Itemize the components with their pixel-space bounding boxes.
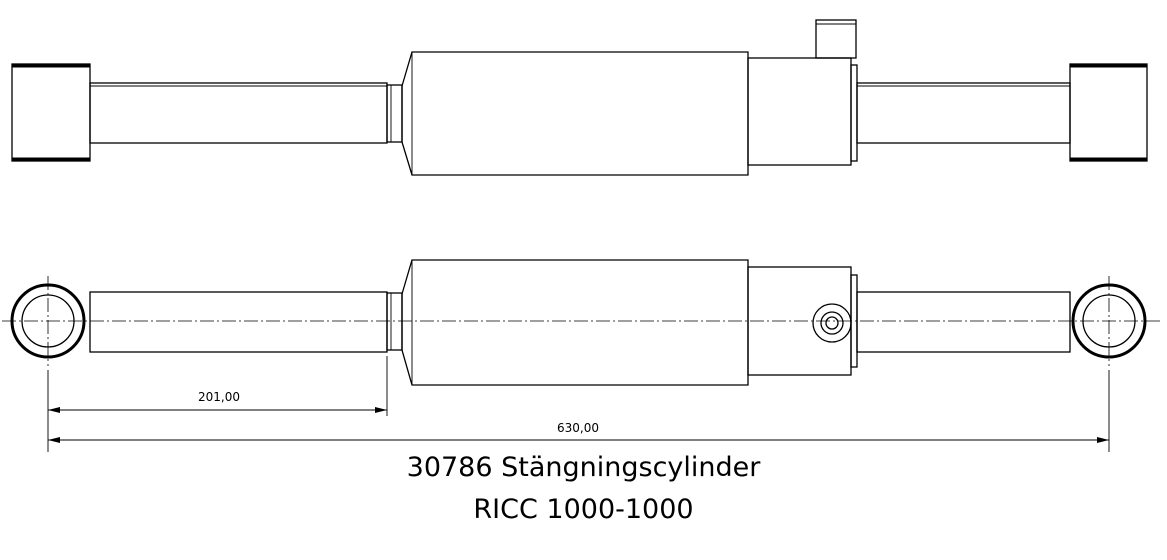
top-view [11, 19, 1148, 176]
right-end-block [1069, 63, 1148, 162]
hydraulic-port [815, 19, 857, 59]
left-end-block [11, 63, 91, 162]
left-collar [386, 84, 403, 143]
bottom-view [2, 259, 1162, 386]
right-piston-rod [856, 82, 1071, 144]
cylinder-barrel-plan [401, 259, 749, 386]
cylinder-end-cap [747, 57, 852, 166]
dimension-short-label: 201,00 [198, 390, 240, 404]
drawing-title: 30786 Stängningscylinder [406, 452, 761, 483]
left-piston-rod-plan [89, 291, 388, 353]
cylinder-barrel [401, 51, 749, 176]
drawing-model-number: RICC 1000-1000 [473, 494, 694, 525]
right-piston-rod-plan [856, 291, 1071, 353]
left-piston-rod [89, 82, 388, 144]
port-fitting [812, 303, 852, 343]
dimension-overall-label: 630,00 [557, 421, 599, 435]
dimensions: 201,00 630,00 [47, 356, 1110, 452]
